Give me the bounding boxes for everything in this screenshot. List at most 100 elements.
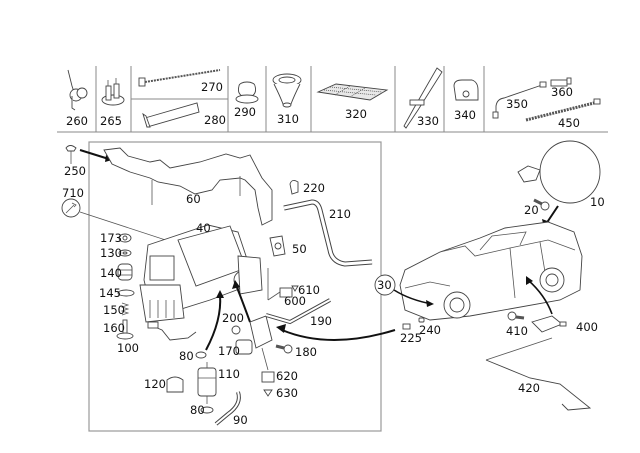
part-630-filter-screen-icon[interactable] — [263, 389, 273, 397]
part-360-fitting-icon[interactable] — [550, 77, 572, 87]
part-label-140: 140 — [100, 266, 122, 280]
arrowhead — [526, 276, 533, 285]
part-400-valve-unit-icon[interactable] — [531, 315, 567, 333]
part-225-sensor-icon[interactable] — [402, 323, 411, 330]
part-label-250: 250 — [64, 164, 86, 178]
part-label-420: 420 — [518, 381, 540, 395]
part-600-fitting-icon[interactable] — [279, 287, 293, 298]
part-label-180: 180 — [295, 345, 317, 359]
part-420-air-line-icon[interactable] — [485, 337, 592, 411]
part-label-270: 270 — [201, 80, 223, 94]
part-410-bolt-icon[interactable] — [507, 311, 525, 321]
part-label-710: 710 — [62, 186, 84, 200]
part-450-hose-icon[interactable] — [525, 98, 601, 122]
part-190-pipe-icon[interactable] — [265, 298, 331, 325]
top-parts-strip: 260 265 270 280 290 — [57, 66, 608, 133]
part-150-spring-icon[interactable] — [120, 302, 130, 316]
part-label-290: 290 — [234, 105, 256, 119]
part-label-225: 225 — [400, 331, 422, 345]
part-340-bracket-icon[interactable] — [453, 79, 479, 101]
part-173-nut-icon[interactable] — [118, 233, 132, 243]
part-240-cap-icon[interactable] — [418, 317, 425, 323]
part-label-10: 10 — [590, 195, 605, 209]
part-220-clip-icon[interactable] — [289, 179, 299, 195]
pointer-arrow — [527, 279, 553, 315]
pointer-arrow — [545, 205, 559, 225]
part-label-600: 600 — [284, 294, 306, 308]
part-label-340: 340 — [454, 108, 476, 122]
part-620-fitting-icon[interactable] — [261, 371, 275, 383]
part-60-mounting-bracket-icon[interactable] — [103, 147, 273, 226]
part-260-clip-icon[interactable] — [67, 69, 88, 111]
part-label-90: 90 — [233, 413, 248, 427]
part-100-hose-icon[interactable] — [147, 321, 197, 341]
part-140-rubber-buffer-icon[interactable] — [117, 263, 133, 281]
part-label-120: 120 — [144, 377, 166, 391]
part-290-grommet-icon[interactable] — [235, 81, 259, 104]
part-710-wrench-icon[interactable] — [61, 198, 81, 218]
part-label-350: 350 — [506, 97, 528, 111]
part-label-190: 190 — [310, 314, 332, 328]
part-170-valve-block-icon[interactable] — [235, 315, 273, 371]
part-label-330: 330 — [417, 114, 439, 128]
part-320-foam-mat-icon[interactable] — [316, 83, 389, 101]
part-130-washer-icon[interactable] — [118, 249, 132, 257]
part-10-air-reservoir-icon[interactable] — [517, 140, 601, 204]
part-160-sleeve-icon[interactable] — [116, 319, 134, 340]
part-label-630: 630 — [276, 386, 298, 400]
part-label-280: 280 — [204, 113, 226, 127]
arrowhead — [276, 324, 286, 333]
part-145-washer-icon[interactable] — [117, 289, 135, 297]
arrowhead — [426, 300, 434, 307]
pointer-arrow — [281, 329, 396, 341]
callout-30[interactable]: 30 — [374, 274, 396, 296]
part-label-320: 320 — [345, 107, 367, 121]
part-280-edge-trim-icon[interactable] — [142, 102, 200, 128]
part-label-30: 30 — [377, 278, 392, 292]
vehicle-wagon-outline — [399, 221, 583, 321]
part-80-clamp-icon[interactable] — [195, 351, 207, 359]
part-350-pipe-icon[interactable] — [492, 81, 547, 119]
part-label-50: 50 — [292, 242, 307, 256]
part-50-gasket-icon[interactable] — [269, 235, 286, 257]
part-label-410: 410 — [506, 324, 528, 338]
part-265-connector-icon[interactable] — [101, 78, 125, 106]
part-120-holder-icon[interactable] — [166, 376, 184, 393]
part-label-200: 200 — [222, 311, 244, 325]
part-label-80: 80 — [190, 403, 205, 417]
part-label-450: 450 — [558, 116, 580, 130]
part-label-610: 610 — [298, 283, 320, 297]
part-270-cable-tie-icon[interactable] — [138, 69, 221, 87]
part-label-80: 80 — [179, 349, 194, 363]
part-80-clamp-icon[interactable] — [200, 406, 214, 414]
part-label-130: 130 — [100, 246, 122, 260]
vehicle-section: 10 20 30 — [276, 140, 605, 411]
part-210-hose-icon[interactable] — [283, 199, 373, 267]
part-label-620: 620 — [276, 369, 298, 383]
part-label-210: 210 — [329, 207, 351, 221]
arrowhead — [232, 280, 240, 289]
leader-line — [267, 291, 281, 301]
part-180-bolt-icon[interactable] — [275, 344, 293, 354]
arrowhead — [216, 290, 224, 298]
part-310-rubber-mount-icon[interactable] — [272, 73, 302, 108]
part-label-20: 20 — [524, 203, 539, 217]
part-200-seal-icon[interactable] — [231, 325, 241, 335]
part-label-110: 110 — [218, 367, 240, 381]
part-250-bolt-icon[interactable] — [65, 145, 77, 165]
part-330-strap-icon[interactable] — [403, 67, 443, 129]
part-610-filter-icon[interactable] — [291, 285, 299, 292]
part-90-hose-icon[interactable] — [214, 391, 241, 426]
part-label-310: 310 — [277, 112, 299, 126]
part-label-100: 100 — [117, 341, 139, 355]
part-label-40: 40 — [196, 221, 211, 235]
part-40-compressor-icon[interactable] — [139, 224, 263, 323]
part-label-400: 400 — [576, 320, 598, 334]
pointer-arrow — [205, 294, 222, 351]
part-label-160: 160 — [103, 321, 125, 335]
part-110-filter-icon[interactable] — [197, 362, 217, 404]
part-20-bolt-icon[interactable] — [533, 198, 550, 211]
part-label-260: 260 — [66, 114, 88, 128]
part-label-360: 360 — [551, 85, 573, 99]
